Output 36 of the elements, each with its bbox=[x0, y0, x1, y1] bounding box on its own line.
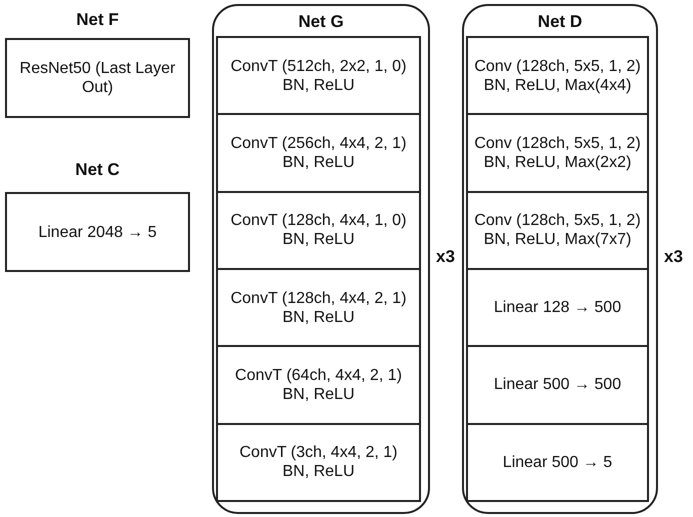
layer-text: Linear 500 → 5 bbox=[502, 452, 612, 472]
network-title: Net F bbox=[75, 10, 120, 30]
layer-text: Conv (128ch, 5x5, 1, 2) BN, ReLU, Max(7x7) bbox=[474, 211, 641, 250]
layer-box bbox=[216, 345, 421, 425]
layer-box bbox=[466, 113, 649, 193]
layer-box bbox=[466, 190, 649, 270]
layer-box bbox=[466, 36, 649, 116]
module-text: Linear 2048 → 5 bbox=[38, 222, 157, 242]
layer-text: ConvT (512ch, 2x2, 1, 0) BN, ReLU bbox=[230, 56, 408, 95]
layer-text: Conv (128ch, 5x5, 1, 2) BN, ReLU, Max(4x4) bbox=[474, 56, 641, 95]
network-panel bbox=[212, 4, 430, 514]
layer-box bbox=[466, 422, 649, 502]
layer-text: Conv (128ch, 5x5, 1, 2) BN, ReLU, Max(2x2) bbox=[474, 134, 641, 172]
layer-text: ConvT (3ch, 4x4, 2, 1) BN, ReLU bbox=[238, 443, 398, 482]
repeat-label: x3 bbox=[664, 247, 683, 267]
layer-box bbox=[216, 422, 421, 502]
layer-text: ConvT (256ch, 4x4, 2, 1) BN, ReLU bbox=[230, 134, 408, 172]
layer-text: ConvT (128ch, 4x4, 2, 1) BN, ReLU bbox=[230, 288, 408, 327]
network-panel bbox=[462, 4, 658, 514]
network-title: Net G bbox=[297, 12, 345, 32]
module-box bbox=[5, 38, 190, 118]
layer-text: ConvT (128ch, 4x4, 1, 0) BN, ReLU bbox=[230, 211, 408, 250]
layer-text: Linear 500 → 500 bbox=[494, 375, 622, 394]
module-box bbox=[5, 192, 190, 272]
layer-box bbox=[216, 268, 421, 348]
layer-text: Linear 128 → 500 bbox=[494, 298, 622, 318]
layer-box bbox=[216, 36, 421, 116]
layer-box bbox=[216, 113, 421, 193]
layer-box bbox=[216, 190, 421, 270]
layer-text: ConvT (64ch, 4x4, 2, 1) BN, ReLU bbox=[234, 366, 403, 404]
module-text: ResNet50 (Last Layer Out) bbox=[18, 59, 176, 97]
repeat-label: x3 bbox=[436, 247, 455, 267]
layer-box bbox=[466, 268, 649, 348]
network-title: Net D bbox=[536, 12, 584, 32]
layer-box bbox=[466, 345, 649, 425]
network-title: Net C bbox=[74, 160, 121, 180]
